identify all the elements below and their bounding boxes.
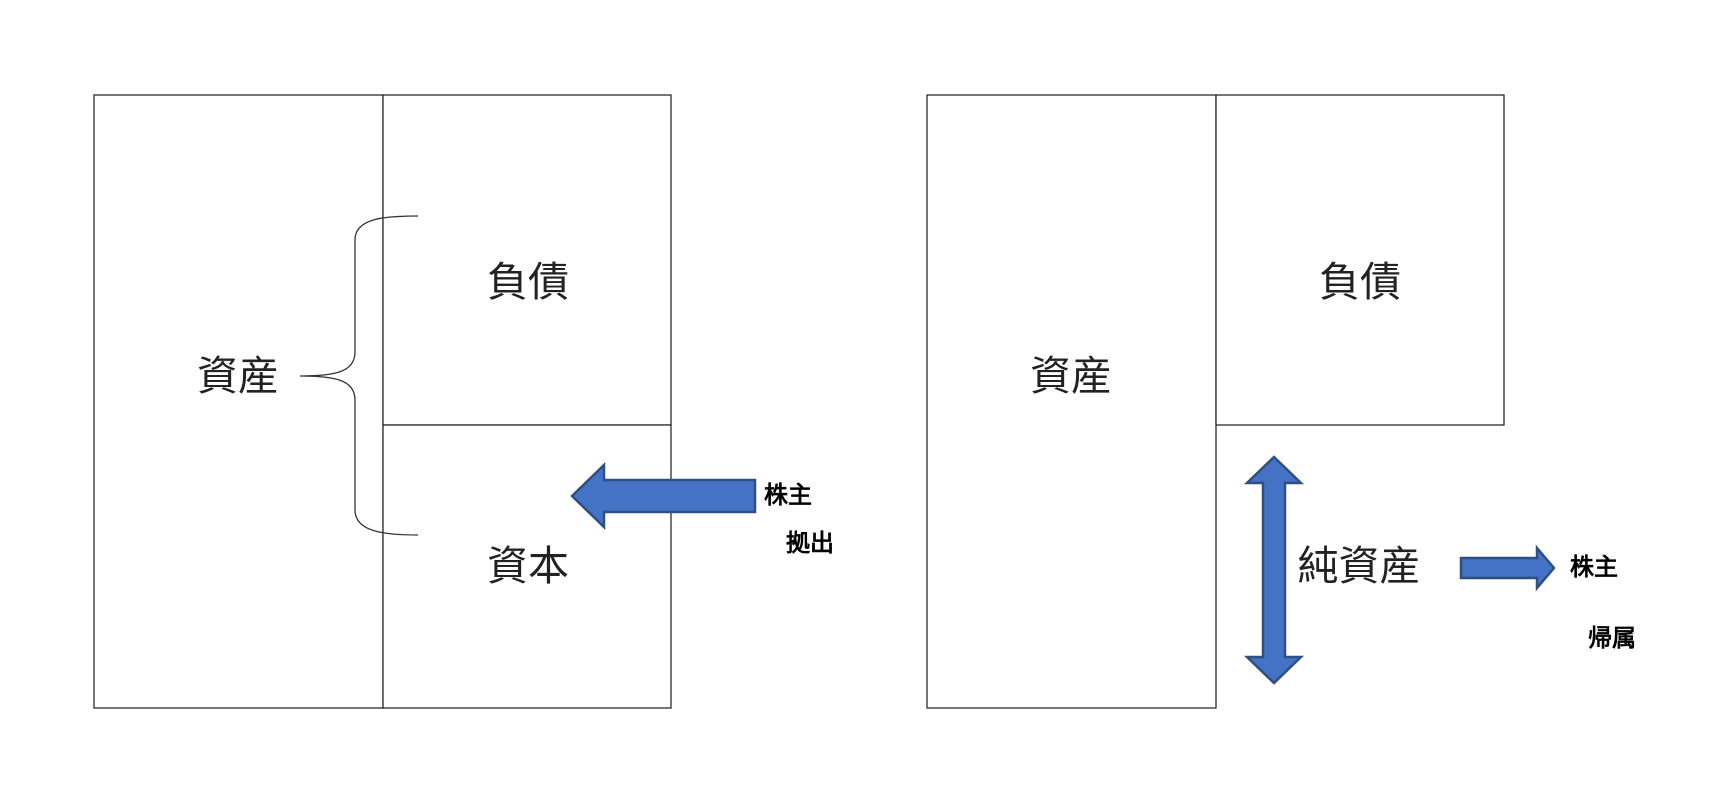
double-headed-arrow-icon bbox=[1243, 455, 1305, 685]
left-capital-label: 資本 bbox=[487, 542, 569, 590]
right-liabilities-label: 負債 bbox=[1319, 258, 1401, 306]
left-assets-box bbox=[93, 94, 384, 709]
right-assets-label: 資産 bbox=[1030, 352, 1112, 400]
left-assets-label: 資産 bbox=[197, 352, 279, 400]
left-balance-sheet: 資産 負債 資本 株主 拠出 bbox=[93, 94, 834, 709]
right-arrow-icon bbox=[1459, 544, 1556, 592]
left-liabilities-box bbox=[382, 94, 672, 426]
right-arrow-label-shareholders: 株主 bbox=[1570, 553, 1618, 581]
left-arrow-label-shareholders: 株主 bbox=[764, 481, 812, 509]
right-arrow-label-attribution: 帰属 bbox=[1588, 624, 1636, 652]
left-capital-box bbox=[382, 424, 672, 709]
right-balance-sheet: 資産 負債 純資産 株主 帰属 bbox=[926, 94, 1636, 709]
left-liabilities-label: 負債 bbox=[487, 258, 569, 306]
left-arrow-label-contribution: 拠出 bbox=[786, 529, 834, 557]
left-arrow-icon bbox=[570, 462, 757, 530]
right-assets-box bbox=[926, 94, 1217, 709]
right-liabilities-box bbox=[1215, 94, 1505, 426]
right-net-assets-label: 純資産 bbox=[1298, 542, 1421, 590]
curly-brace-icon bbox=[299, 215, 419, 536]
